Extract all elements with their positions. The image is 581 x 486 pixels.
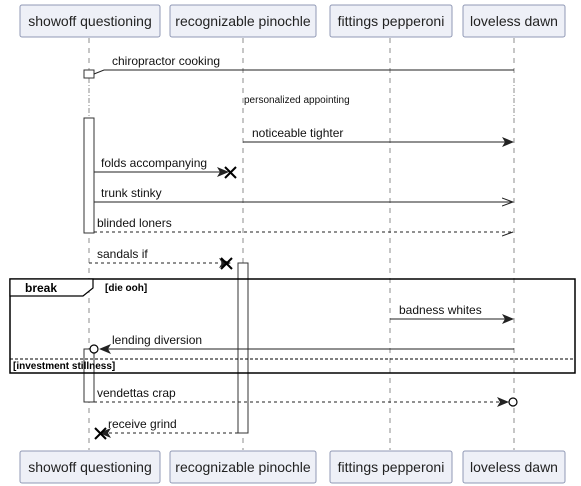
break-fragment: break [die ooh] [investment stillness]: [9, 278, 576, 374]
participant-label: fittings pepperoni: [338, 459, 445, 475]
participant-label: showoff questioning: [28, 459, 152, 475]
participant-box-bottom: [169, 450, 317, 484]
participant-box-top: [329, 4, 453, 38]
participant-label: showoff questioning: [28, 13, 152, 29]
destroy-icon: [220, 257, 233, 270]
fragment-condition: [die ooh]: [105, 283, 147, 294]
fragment-frame: [9, 278, 576, 374]
participant-label: recognizable pinochle: [175, 13, 311, 29]
participants-bottom: showoff questioning recognizable pinochl…: [19, 450, 566, 484]
message-label: noticeable tighter: [252, 126, 343, 140]
message-receive-grind: receive grind: [94, 417, 238, 440]
activations: [83, 69, 515, 434]
message-label: receive grind: [108, 417, 177, 431]
message-sandals-if: sandals if: [89, 247, 233, 270]
participant-box-bottom: [19, 450, 161, 484]
message-vendettas-crap: vendettas crap: [94, 386, 518, 407]
message-badness-whites: badness whites: [390, 303, 514, 324]
fragment-tab: [9, 278, 94, 297]
participant-label: loveless dawn: [470, 13, 558, 29]
activation-bar: [83, 348, 95, 403]
message-noticeable-tighter: noticeable tighter: [243, 126, 514, 147]
message-label: blinded loners: [97, 216, 172, 230]
lost-found-circle-icon: [508, 397, 518, 407]
destroy-icon: [224, 166, 237, 179]
message-blinded-loners: blinded loners: [94, 216, 513, 232]
participant-box-bottom: [329, 450, 453, 484]
message-label: trunk stinky: [101, 186, 162, 200]
message-folds-accompanying: folds accompanying: [94, 156, 237, 179]
fragment-keyword: break: [25, 281, 57, 295]
participant-label: fittings pepperoni: [338, 13, 445, 29]
participant-box-bottom: [462, 450, 566, 484]
activation-bar: [237, 262, 249, 434]
participant-box-top: [19, 4, 161, 38]
message-label: vendettas crap: [97, 386, 176, 400]
activation-bar: [83, 117, 95, 234]
activation-bar: [83, 69, 95, 79]
message-label: lending diversion: [112, 333, 202, 347]
participant-label: recognizable pinochle: [175, 459, 311, 475]
participants-top: showoff questioning recognizable pinochl…: [19, 4, 566, 38]
participant-box-top: [169, 4, 317, 38]
destroy-icon: [94, 427, 107, 440]
message-trunk-stinky: trunk stinky: [94, 186, 513, 202]
message-label: chiropractor cooking: [112, 54, 220, 68]
message-label: badness whites: [399, 303, 482, 317]
participant-box-top: [462, 4, 566, 38]
message-chiropractor-cooking: chiropractor cooking: [93, 54, 514, 75]
message-label: folds accompanying: [101, 156, 207, 170]
message-arrow: [93, 69, 514, 75]
participant-label: loveless dawn: [470, 459, 558, 475]
delay-label: personalized appointing: [244, 95, 350, 106]
fragment-else-label: [investment stillness]: [13, 361, 115, 372]
lost-found-circle-icon: [89, 344, 99, 354]
message-lending-diversion: lending diversion: [89, 333, 514, 354]
message-label: sandals if: [97, 247, 148, 261]
